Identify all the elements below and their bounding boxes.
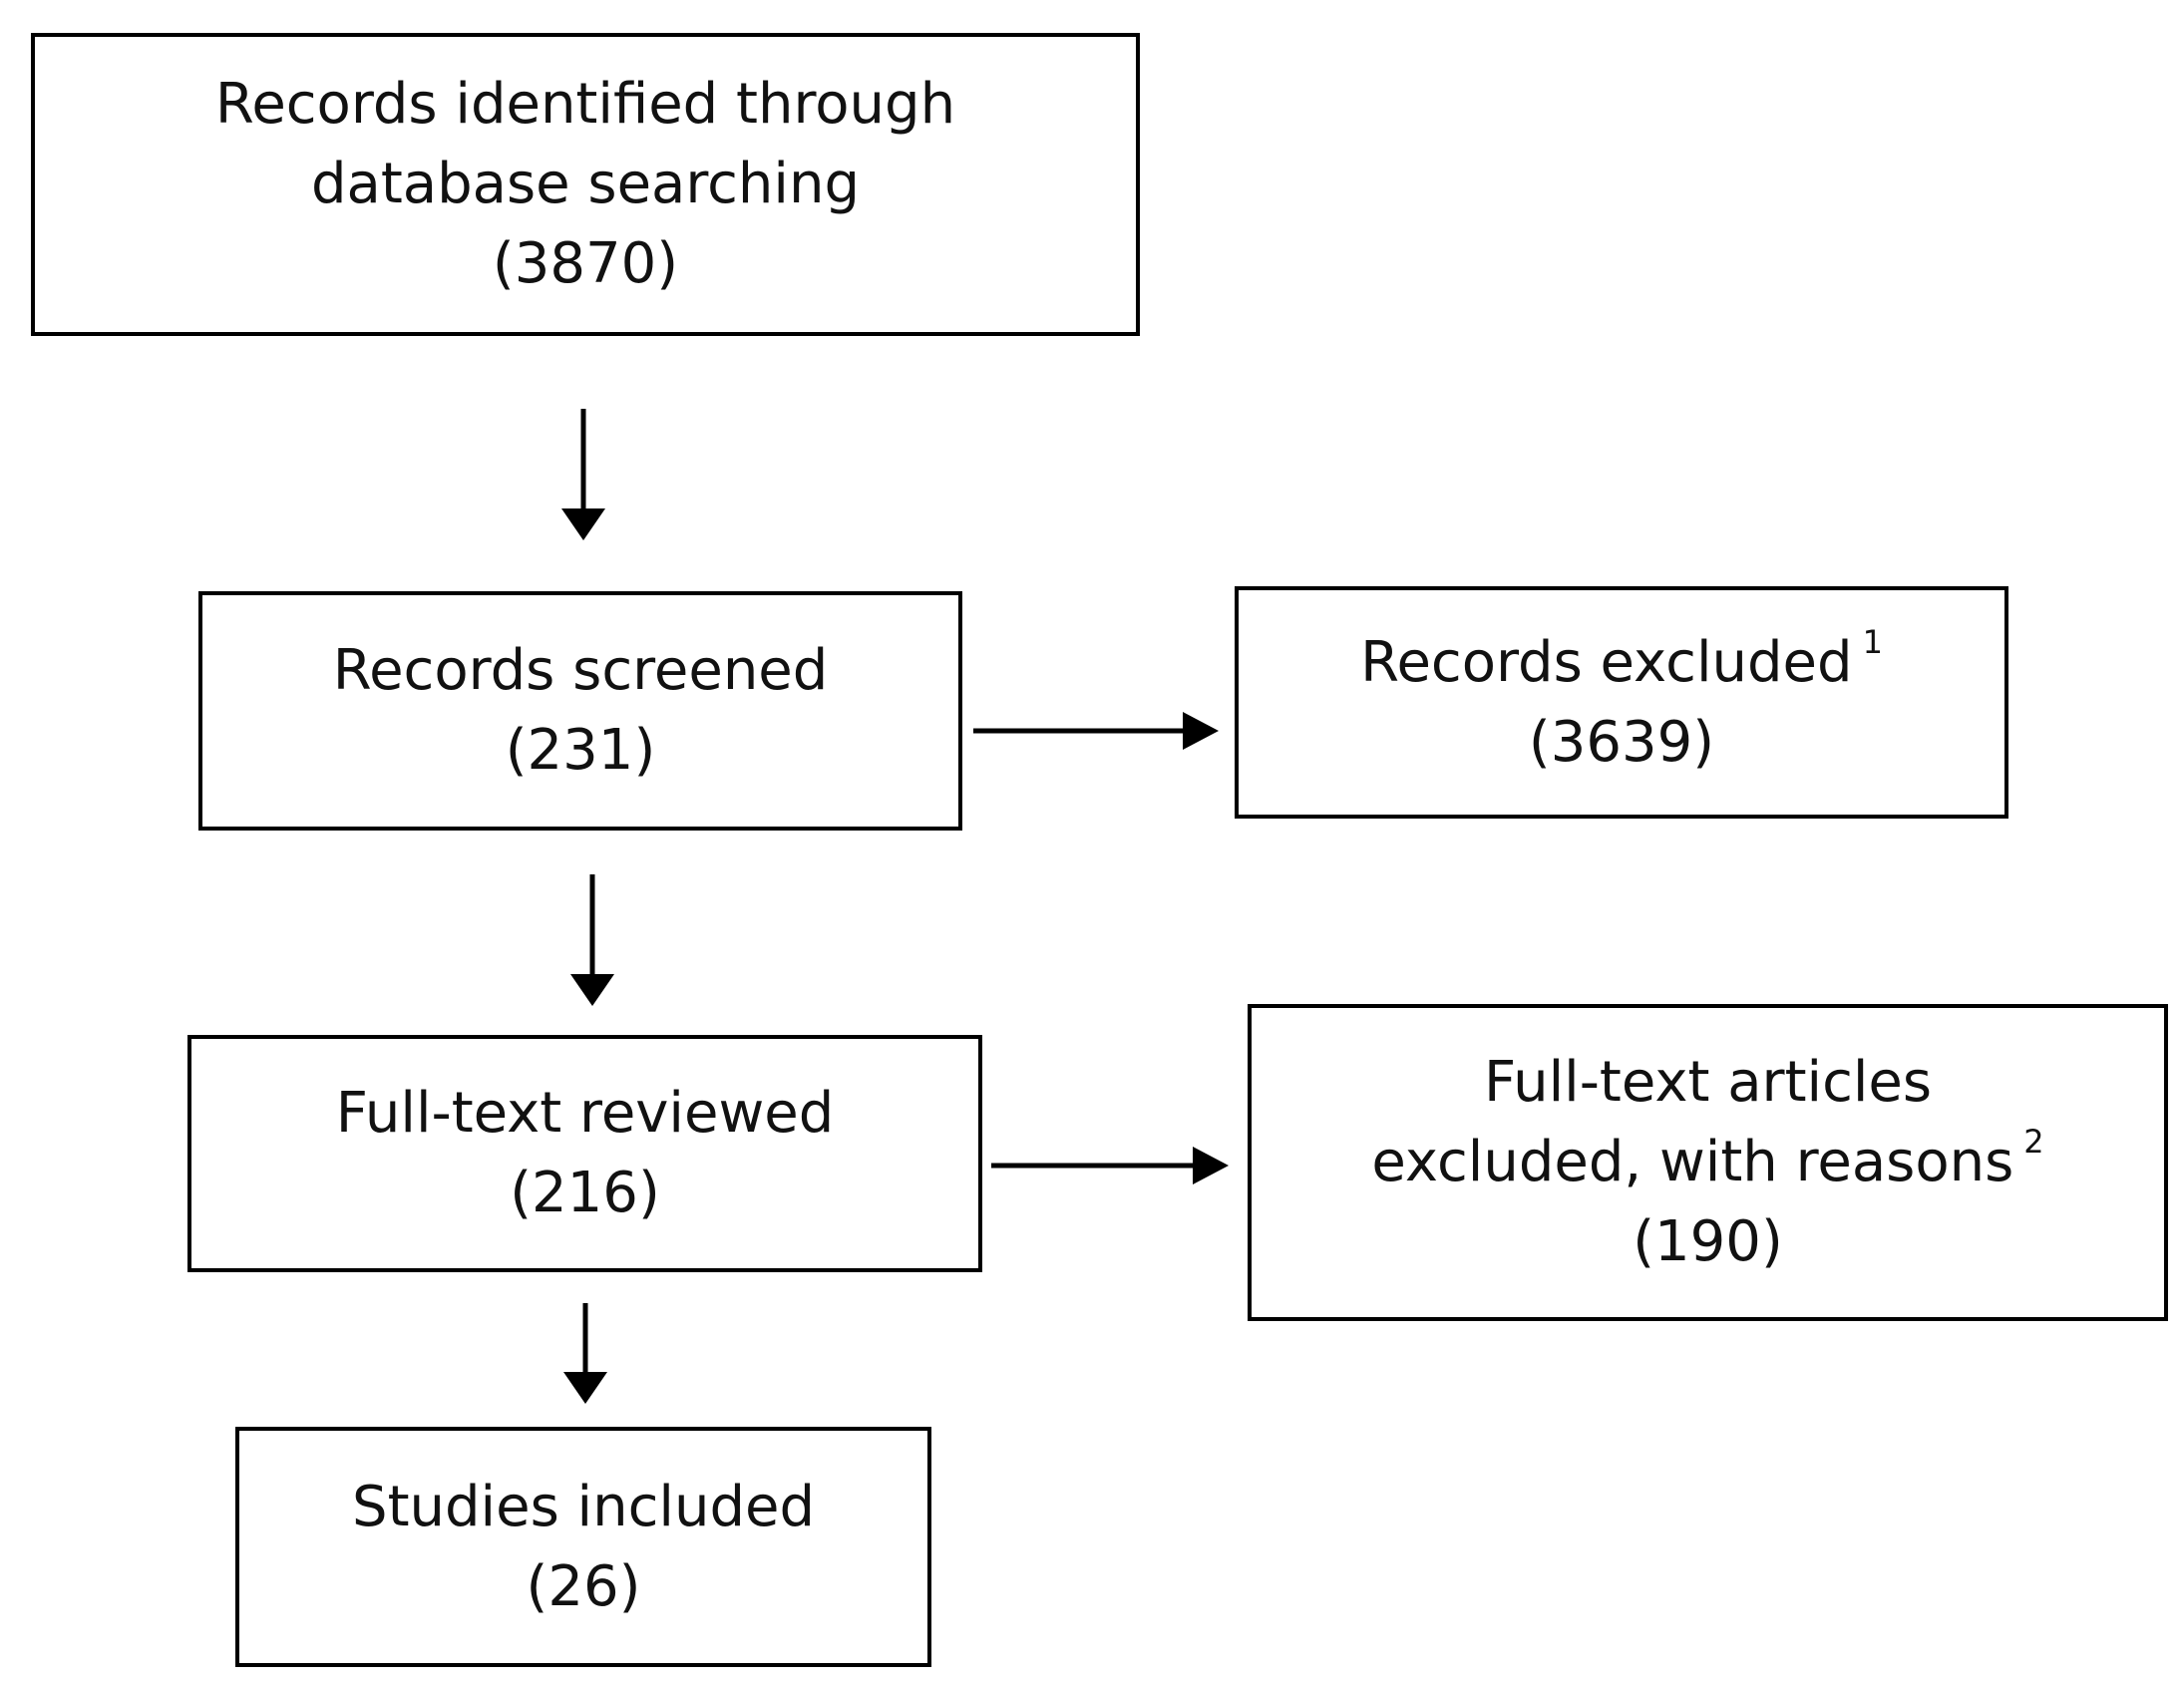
records-identified-count: (3870): [492, 231, 679, 296]
fulltext-excluded-label-1: Full-text articles: [1483, 1050, 1933, 1115]
records-excluded-label: Records excluded: [1360, 629, 1853, 695]
arrow-screened-to-excluded: [973, 712, 1219, 750]
fulltext-reviewed-box: Full-text reviewed (216): [187, 1035, 982, 1272]
arrow-screened-to-fulltext: [570, 874, 614, 1006]
arrow-fulltext-to-ftexcluded: [991, 1147, 1229, 1184]
records-excluded-footnote: 1: [1862, 622, 1883, 661]
records-identified-label-1: Records identified through: [214, 72, 956, 137]
records-screened-label: Records screened: [332, 638, 829, 703]
fulltext-excluded-label-2: excluded, with reasons: [1371, 1130, 2014, 1194]
fulltext-excluded-footnote: 2: [2023, 1123, 2044, 1161]
records-identified-box: Records identified through database sear…: [31, 33, 1140, 336]
records-identified-label-2: database searching: [310, 152, 861, 216]
records-screened-count: (231): [505, 718, 656, 783]
fulltext-excluded-count: (190): [1633, 1209, 1783, 1274]
studies-included-box: Studies included (26): [235, 1427, 931, 1667]
studies-included-count: (26): [526, 1553, 641, 1619]
arrow-identified-to-screened: [561, 409, 605, 540]
records-screened-box: Records screened (231): [198, 591, 962, 831]
fulltext-excluded-box: Full-text articles excluded, with reason…: [1248, 1004, 2168, 1321]
fulltext-reviewed-count: (216): [510, 1161, 660, 1225]
records-excluded-count: (3639): [1528, 709, 1715, 775]
studies-included-label: Studies included: [352, 1474, 815, 1539]
arrow-fulltext-to-included: [563, 1303, 607, 1404]
fulltext-reviewed-label: Full-text reviewed: [335, 1081, 835, 1146]
